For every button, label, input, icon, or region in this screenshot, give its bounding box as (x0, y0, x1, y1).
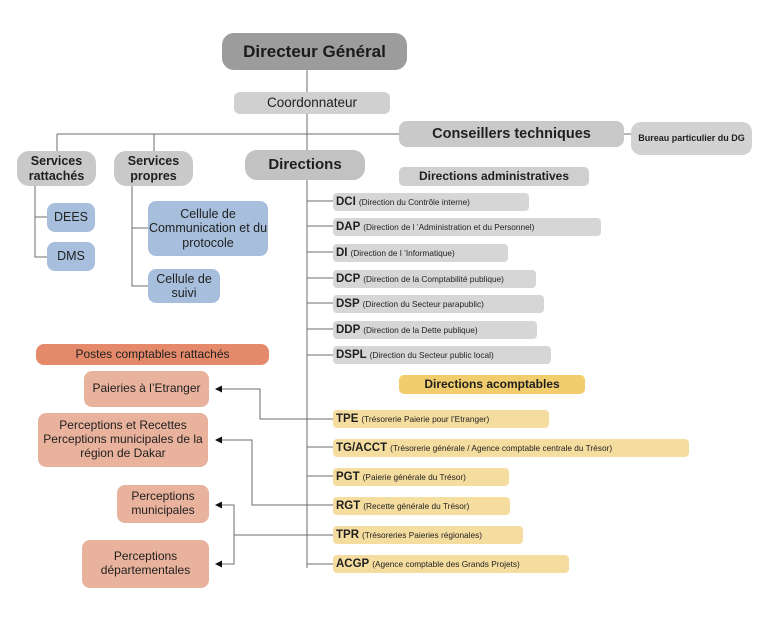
direction-code: DSP (336, 298, 360, 310)
direction-code: DDP (336, 324, 361, 336)
coordonnateur-box: Coordonnateur (234, 92, 390, 114)
dees-box: DEES (47, 203, 95, 232)
perceptions-municipales-box: Perceptions municipales (117, 485, 209, 523)
direction-name: (Recette générale du Trésor) (363, 501, 470, 511)
direction-name: (Direction du Secteur parapublic) (362, 299, 484, 309)
direction-name: (Agence comptable des Grands Projets) (372, 559, 520, 569)
conseillers-techniques-box: Conseillers techniques (399, 121, 624, 147)
direction-code: DSPL (336, 349, 367, 361)
dms-box: DMS (47, 242, 95, 271)
bureau-particulier-box: Bureau particulier du DG (631, 122, 752, 155)
direction-item: DCP (Direction de la Comptabilité publiq… (333, 270, 536, 288)
direction-name: (Trésorerie Paierie pour l’Etranger) (361, 414, 490, 424)
direction-code: TPR (336, 529, 359, 541)
directeur-general-box: Directeur Général (222, 33, 407, 70)
direction-item: DDP (Direction de la Dette publique) (333, 321, 537, 339)
direction-item: DI (Direction de l ’Informatique) (333, 244, 508, 262)
direction-item: DSP (Direction du Secteur parapublic) (333, 295, 544, 313)
cellule-suivi-box: Cellule de suivi (148, 269, 220, 303)
direction-name: (Direction de la Comptabilité publique) (363, 274, 504, 284)
direction-acomptable-item: TPE (Trésorerie Paierie pour l’Etranger) (333, 410, 549, 428)
direction-code: DCP (336, 273, 361, 285)
direction-code: RGT (336, 500, 361, 512)
services-rattaches-box: Services rattachés (17, 151, 96, 186)
direction-name: (Direction de l ’Administration et du Pe… (363, 222, 535, 232)
direction-name: (Direction du Secteur public local) (369, 350, 494, 360)
direction-acomptable-item: TG/ACCT (Trésorerie générale / Agence co… (333, 439, 689, 457)
direction-name: (Trésorerie générale / Agence comptable … (390, 443, 613, 453)
directions-acomptables-header: Directions acomptables (399, 375, 585, 394)
direction-item: DAP (Direction de l ’Administration et d… (333, 218, 601, 236)
direction-code: DCI (336, 196, 356, 208)
directions-box: Directions (245, 150, 365, 180)
direction-code: DI (336, 247, 348, 259)
direction-code: DAP (336, 221, 361, 233)
direction-name: (Trésoreries Paieries régionales) (362, 530, 483, 540)
direction-acomptable-item: TPR (Trésoreries Paieries régionales) (333, 526, 523, 544)
cellule-communication-box: Cellule de Communication et du protocole (148, 201, 268, 256)
direction-code: TPE (336, 413, 359, 425)
perceptions-recettes-box: Perceptions et Recettes Perceptions muni… (38, 413, 208, 467)
direction-code: PGT (336, 471, 360, 483)
direction-acomptable-item: ACGP (Agence comptable des Grands Projet… (333, 555, 569, 573)
direction-name: (Direction du Contrôle interne) (358, 197, 470, 207)
direction-code: TG/ACCT (336, 442, 388, 454)
direction-code: ACGP (336, 558, 370, 570)
directions-administratives-header: Directions administratives (399, 167, 589, 186)
postes-comptables-header: Postes comptables rattachés (36, 344, 269, 365)
direction-name: (Direction de la Dette publique) (363, 325, 478, 335)
direction-item: DCI (Direction du Contrôle interne) (333, 193, 529, 211)
paieries-etranger-box: Paieries à l’Etranger (84, 371, 209, 407)
direction-acomptable-item: RGT (Recette générale du Trésor) (333, 497, 510, 515)
perceptions-departementales-box: Perceptions départementales (82, 540, 209, 588)
services-propres-box: Services propres (114, 151, 193, 186)
direction-item: DSPL (Direction du Secteur public local) (333, 346, 551, 364)
direction-name: (Paierie générale du Trésor) (362, 472, 466, 482)
direction-name: (Direction de l ’Informatique) (350, 248, 455, 258)
direction-acomptable-item: PGT (Paierie générale du Trésor) (333, 468, 509, 486)
